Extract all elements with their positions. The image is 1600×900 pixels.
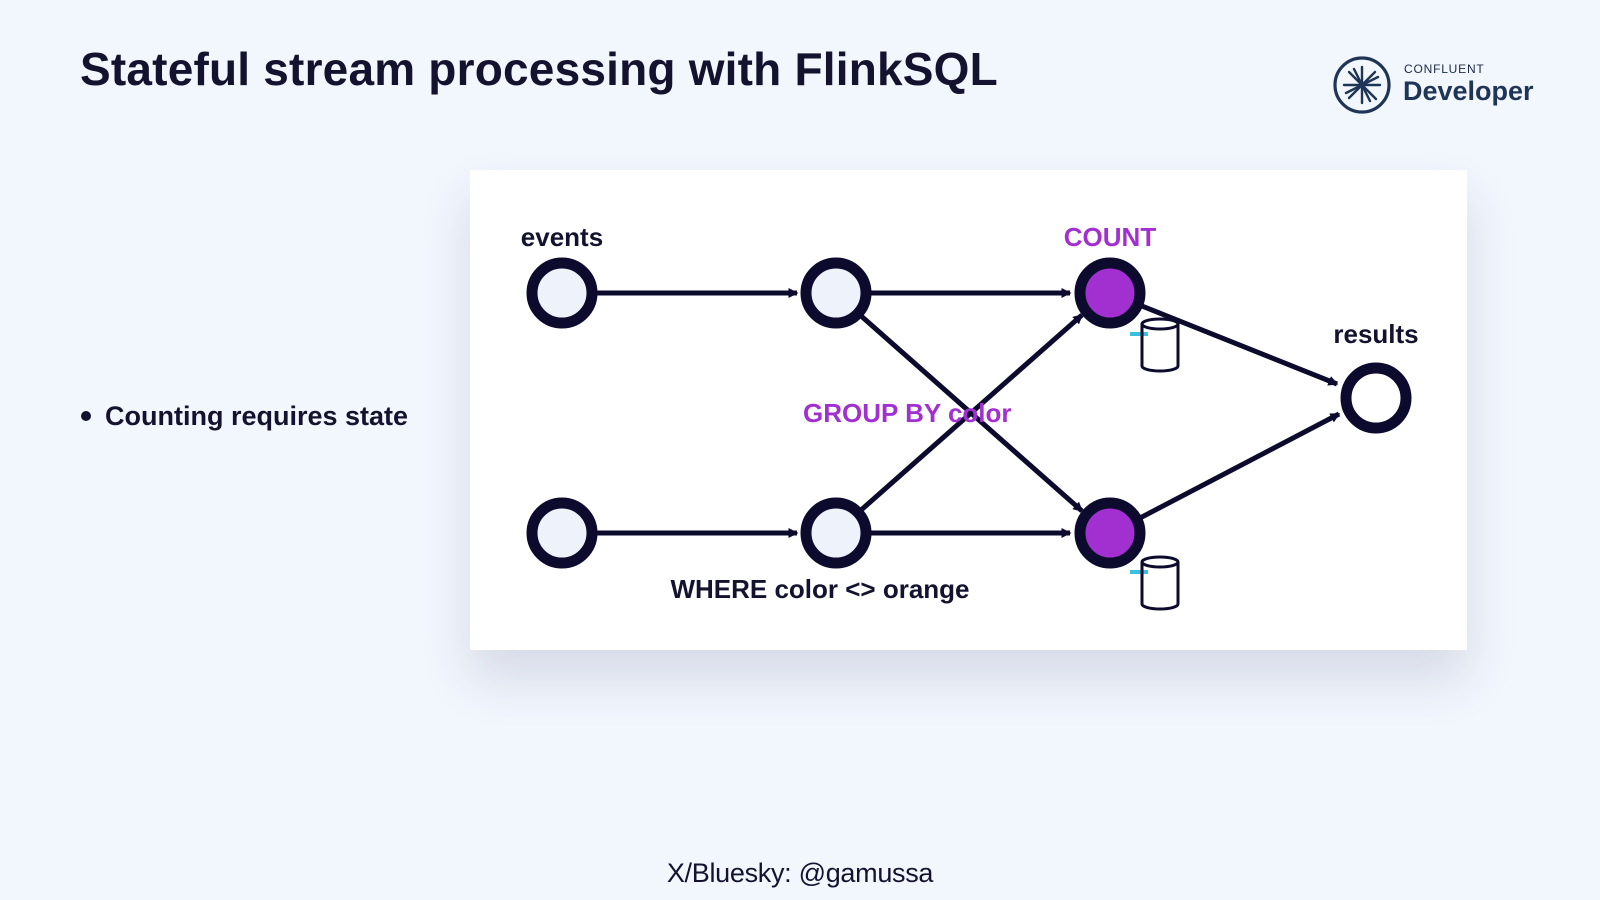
slide-title: Stateful stream processing with FlinkSQL [80, 43, 998, 95]
label-events: events [521, 222, 603, 252]
label-results: results [1333, 319, 1418, 349]
label-count: COUNT [1064, 222, 1157, 252]
node-sink [1340, 362, 1412, 434]
database-icon [1130, 555, 1180, 611]
logo-brand-text: CONFLUENT [1404, 62, 1485, 76]
node-filter-1 [800, 257, 872, 329]
label-where: WHERE color <> orange [670, 574, 969, 604]
footer-social-handle: X/Bluesky: @gamussa [666, 858, 934, 888]
bullet-item: Counting requires state [80, 398, 408, 434]
dataflow-graph: events COUNT results GROUP BY color WHER… [521, 222, 1419, 611]
dataflow-diagram: events COUNT results GROUP BY color WHER… [470, 170, 1467, 650]
bullet-list: Counting requires state [80, 398, 408, 434]
node-count-2 [1074, 497, 1146, 569]
label-group-by: GROUP BY color [803, 398, 1012, 428]
database-icon [1130, 317, 1180, 373]
edge-filter2-count1 [858, 313, 1084, 513]
confluent-developer-logo: CONFLUENT Developer [1332, 53, 1552, 115]
confluent-burst-icon [1333, 56, 1391, 114]
bullet-dot [81, 411, 91, 421]
node-count-1 [1074, 257, 1146, 329]
node-source-1 [526, 257, 598, 329]
bullet-text: Counting requires state [105, 401, 409, 431]
logo-product-text: Developer [1403, 76, 1534, 106]
edge-count2-sink [1138, 411, 1341, 521]
node-filter-2 [800, 497, 872, 569]
node-source-2 [526, 497, 598, 569]
edge-count1-sink [1141, 303, 1339, 387]
